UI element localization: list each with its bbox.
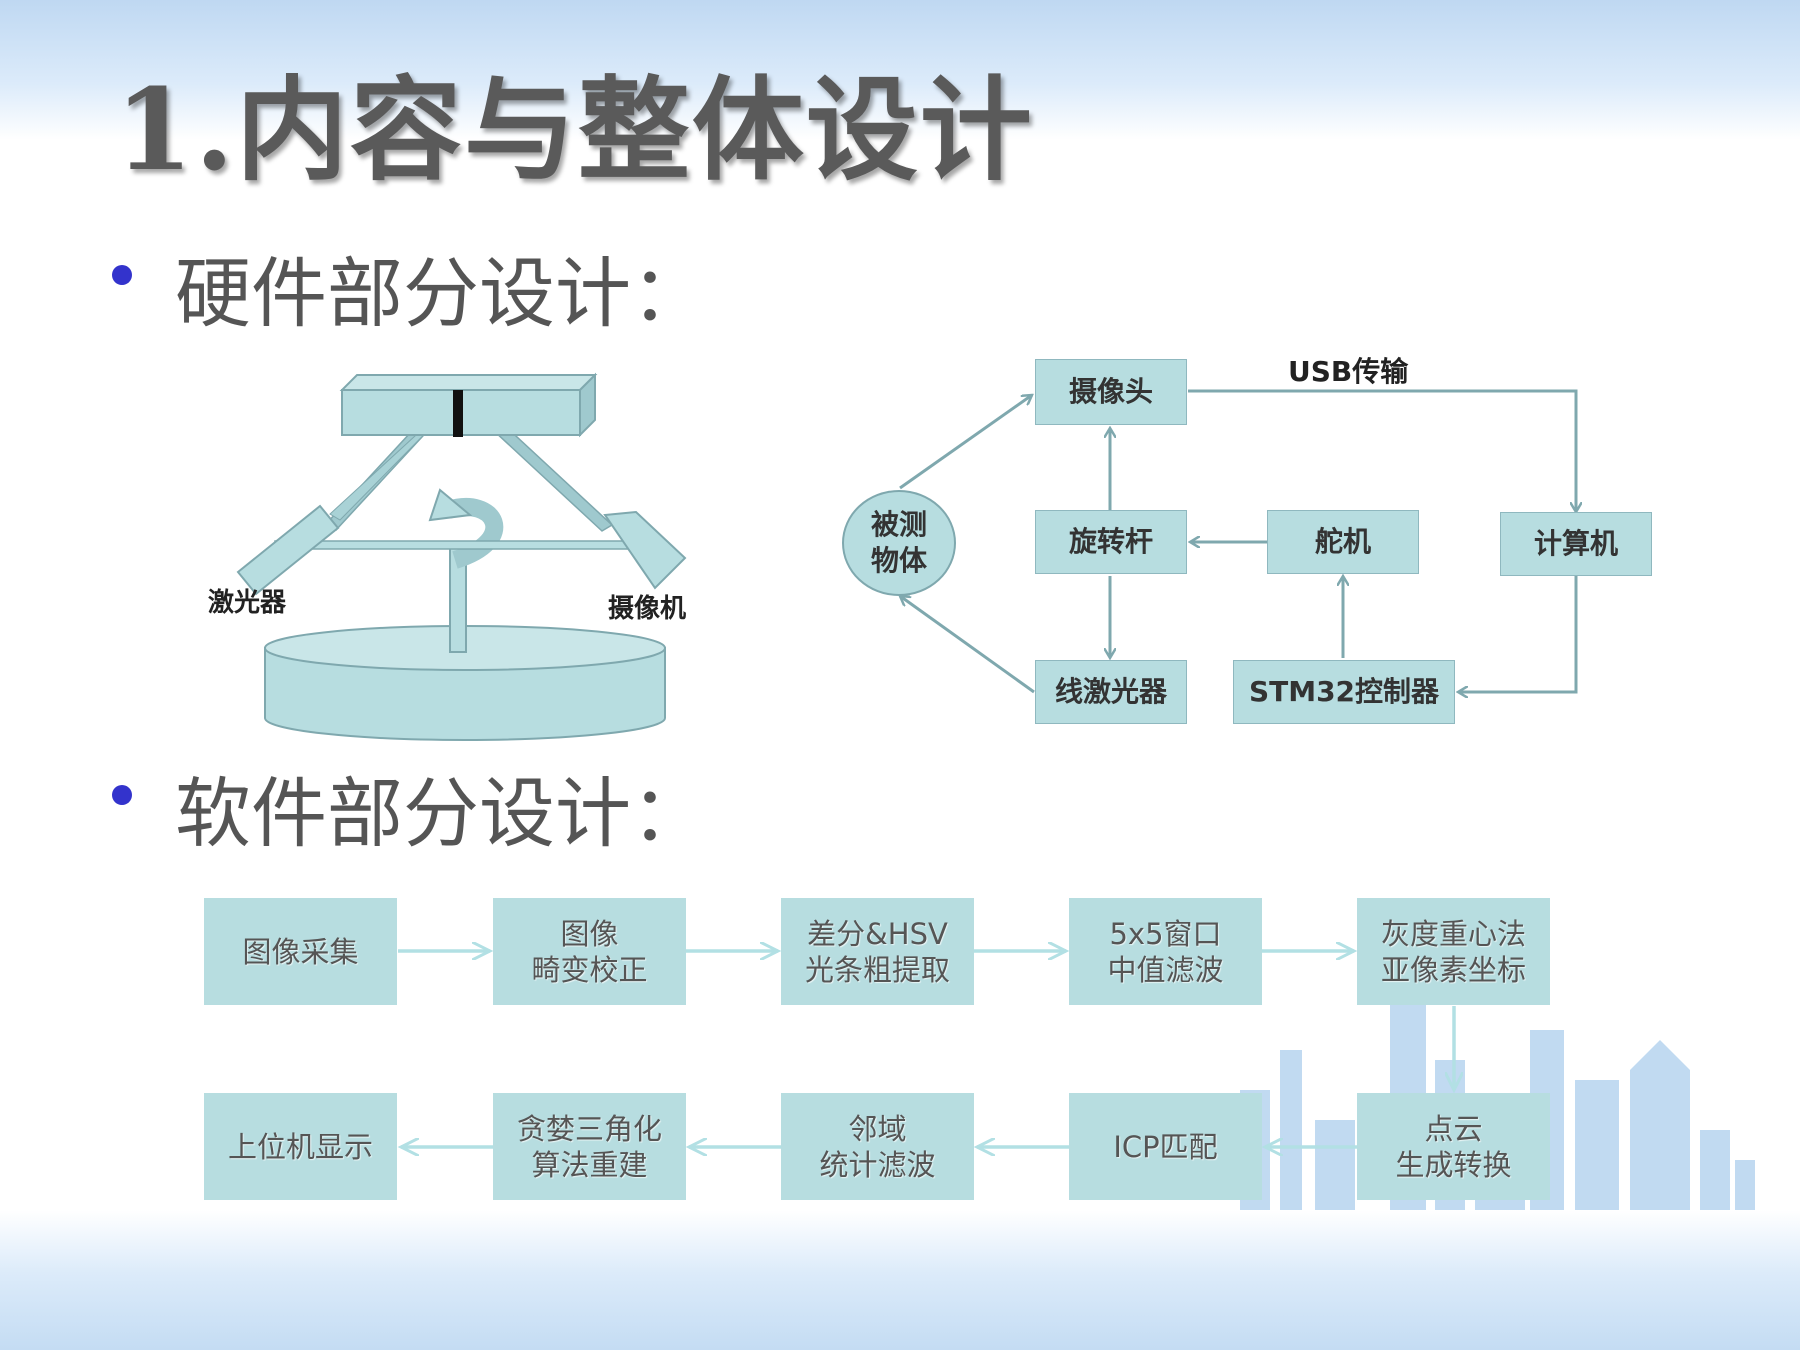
flow-step-1: 图像采集 [204,898,397,1005]
usb-transfer-label: USB传输 [1288,355,1409,388]
node-camera: 摄像头 [1035,359,1187,425]
bullet-dot [112,265,132,285]
flow-step-6: 点云 生成转换 [1357,1093,1550,1200]
flow-step-label: 图像 畸变校正 [531,916,648,987]
flow-step-2: 图像 畸变校正 [493,898,686,1005]
node-measured-object-label: 被测 物体 [870,508,927,577]
flow-step-4: 5x5窗口 中值滤波 [1069,898,1262,1005]
flow-step-label: ICP匹配 [1113,1129,1218,1164]
flow-step-label: 差分&HSV 光条粗提取 [804,916,950,987]
page-title: 1.内容与整体设计 [115,65,1034,196]
flow-step-label: 图像采集 [242,934,359,969]
node-computer: 计算机 [1500,512,1652,576]
top-gradient-band [0,0,1800,140]
bullet-dot [112,785,132,805]
flow-step-label: 邻域 统计滤波 [819,1111,936,1182]
flow-step-8: 邻域 统计滤波 [781,1093,974,1200]
flow-step-10: 上位机显示 [204,1093,397,1200]
node-stm32-controller: STM32控制器 [1233,660,1455,724]
flow-step-9: 贪婪三角化 算法重建 [493,1093,686,1200]
section-heading-hardware: 硬件部分设计： [175,249,707,338]
node-servo: 舵机 [1267,510,1419,574]
node-rotating-rod: 旋转杆 [1035,510,1187,574]
camera-label: 摄像机 [608,594,687,624]
flow-step-label: 5x5窗口 中值滤波 [1107,916,1224,987]
laser-label: 激光器 [208,588,287,618]
section-heading-software: 软件部分设计： [175,769,707,858]
bottom-gradient-band [0,1210,1800,1350]
flow-step-label: 贪婪三角化 算法重建 [516,1111,662,1182]
flow-step-label: 上位机显示 [227,1129,373,1164]
flow-step-label: 灰度重心法 亚像素坐标 [1380,916,1526,987]
node-line-laser: 线激光器 [1035,660,1187,724]
flow-step-label: 点云 生成转换 [1395,1111,1512,1182]
flow-step-3: 差分&HSV 光条粗提取 [781,898,974,1005]
node-measured-object: 被测 物体 [842,490,956,596]
flow-step-7: ICP匹配 [1069,1093,1262,1200]
flow-step-5: 灰度重心法 亚像素坐标 [1357,898,1550,1005]
